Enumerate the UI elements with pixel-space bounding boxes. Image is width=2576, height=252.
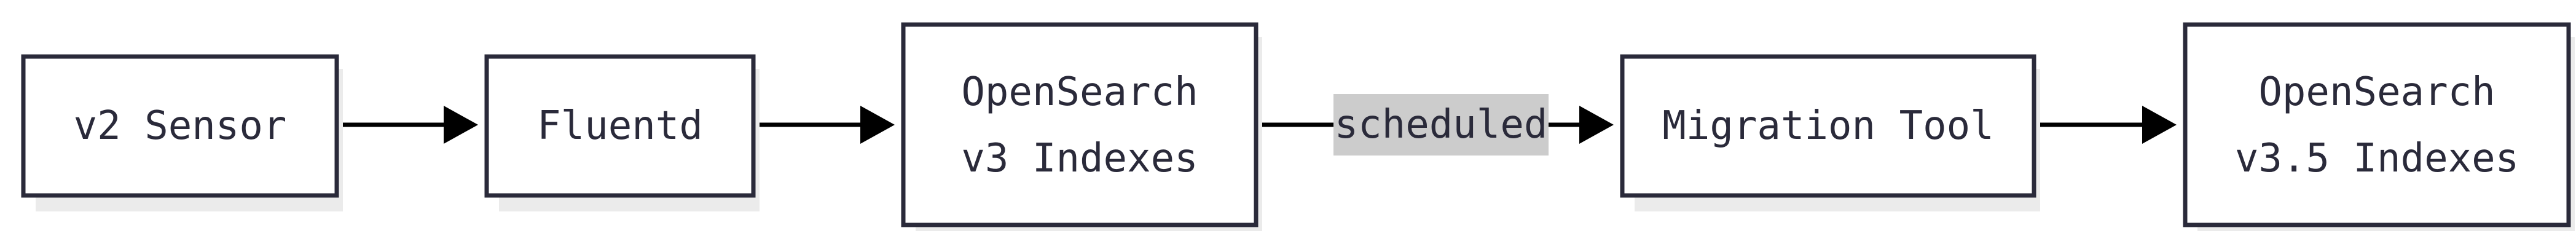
node-opensearch-v35: OpenSearch v3.5 Indexes xyxy=(2183,22,2575,231)
edge-label-background xyxy=(1333,94,1549,156)
edge-label-scheduled: scheduled xyxy=(1335,102,1548,148)
node-v2-sensor-box xyxy=(21,54,339,198)
node-v2-sensor-label: v2 Sensor xyxy=(74,103,287,149)
node-migration-tool: Migration Tool xyxy=(1620,54,2040,211)
node-fluentd: Fluentd xyxy=(484,54,760,211)
node-opensearch-v3-label-line2: v3 Indexes xyxy=(961,136,1198,181)
node-opensearch-v35-box xyxy=(2183,22,2571,227)
node-opensearch-v3-label-line1: OpenSearch xyxy=(961,69,1198,115)
edge-fluentd-to-opensearch-v3 xyxy=(753,106,895,144)
edge-migration-tool-to-opensearch-v35 xyxy=(2034,106,2177,144)
edge-v2-sensor-to-fluentd xyxy=(337,106,478,144)
node-fluentd-box xyxy=(484,54,756,198)
edge-opensearch-v3-to-migration-tool: scheduled xyxy=(1256,94,1614,156)
node-migration-tool-box xyxy=(1620,54,2036,198)
node-opensearch-v35-label-line1: OpenSearch xyxy=(2258,69,2495,115)
node-opensearch-v3: OpenSearch v3 Indexes xyxy=(901,22,1262,231)
node-fluentd-label: Fluentd xyxy=(537,103,703,149)
node-opensearch-v35-label-line2: v3.5 Indexes xyxy=(2235,136,2519,181)
node-v2-sensor: v2 Sensor xyxy=(21,54,343,211)
node-migration-tool-label: Migration Tool xyxy=(1662,103,1993,149)
node-opensearch-v3-box xyxy=(901,22,1259,227)
